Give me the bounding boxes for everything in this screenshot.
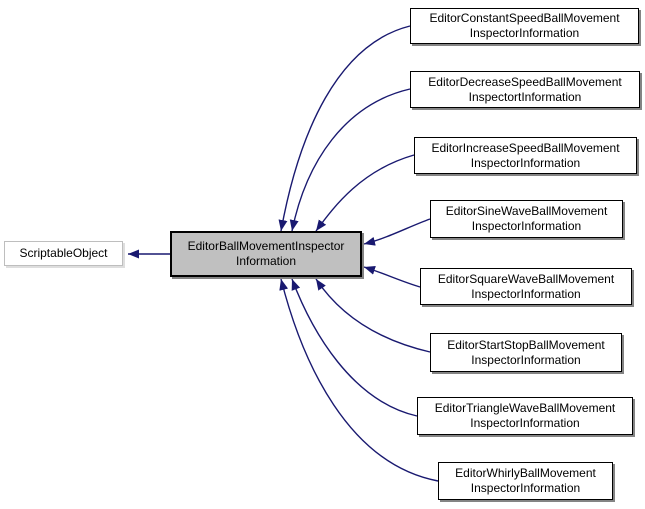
node-whirly[interactable]: EditorWhirlyBallMovement InspectorInform… bbox=[438, 462, 613, 500]
arrow-decrease-speed-to-main bbox=[289, 88, 411, 232]
node-label-line1: EditorConstantSpeedBallMovement bbox=[429, 11, 620, 25]
arrow-whirly-to-main bbox=[279, 278, 439, 482]
node-scriptableobject[interactable]: ScriptableObject bbox=[4, 241, 123, 266]
node-label-line1: EditorStartStopBallMovement bbox=[447, 337, 605, 352]
node-label-line1: EditorTriangleWaveBallMovement bbox=[434, 401, 616, 415]
arrow-triangle-wave-to-main bbox=[291, 278, 418, 417]
node-square-wave[interactable]: EditorSquareWaveBallMovement InspectorIn… bbox=[420, 268, 632, 305]
arrow-start-stop-to-main bbox=[315, 278, 431, 353]
node-label-line2: Information bbox=[235, 254, 297, 268]
node-label-line2: InspectorInformation bbox=[470, 416, 580, 430]
node-label: ScriptableObject bbox=[19, 246, 108, 260]
node-increase-speed[interactable]: EditorIncreaseSpeedBallMovement Inspecto… bbox=[414, 137, 637, 174]
node-label-line1: EditorSineWaveBallMovement bbox=[445, 204, 608, 218]
node-label-line2: InspectorInformation bbox=[471, 352, 581, 367]
node-triangle-wave[interactable]: EditorTriangleWaveBallMovement Inspector… bbox=[417, 397, 633, 435]
arrow-increase-speed-to-main bbox=[315, 154, 415, 232]
node-label-line1: EditorWhirlyBallMovement bbox=[455, 466, 596, 480]
node-label-line1: EditorDecreaseSpeedBallMovement bbox=[428, 74, 622, 89]
node-label-line1: EditorIncreaseSpeedBallMovement bbox=[431, 140, 620, 155]
arrow-constant-speed-to-main bbox=[278, 25, 411, 232]
node-sine-wave[interactable]: EditorSineWaveBallMovement InspectorInfo… bbox=[430, 200, 623, 238]
arrow-sine-wave-to-main bbox=[363, 218, 431, 246]
node-start-stop[interactable]: EditorStartStopBallMovement InspectorInf… bbox=[430, 333, 622, 372]
arrow-square-wave-to-main bbox=[363, 266, 421, 288]
node-decrease-speed[interactable]: EditorDecreaseSpeedBallMovement Inspecto… bbox=[410, 71, 640, 108]
node-label-line2: InspectorInformation bbox=[471, 286, 581, 301]
node-label-line1: EditorBallMovementInspector bbox=[187, 239, 345, 253]
node-label-line2: InspectorInformation bbox=[470, 155, 581, 170]
node-label-line2: InspectorInformation bbox=[469, 26, 580, 40]
node-label-line2: InspectorInformation bbox=[470, 481, 581, 495]
node-label-line1: EditorSquareWaveBallMovement bbox=[437, 271, 615, 286]
node-label-line2: InspectortInformation bbox=[468, 89, 582, 104]
node-editorballmovementinspectorinformation[interactable]: EditorBallMovementInspector Information bbox=[170, 231, 362, 277]
node-label-line2: InspectorInformation bbox=[471, 219, 582, 233]
node-constant-speed[interactable]: EditorConstantSpeedBallMovement Inspecto… bbox=[410, 8, 639, 44]
